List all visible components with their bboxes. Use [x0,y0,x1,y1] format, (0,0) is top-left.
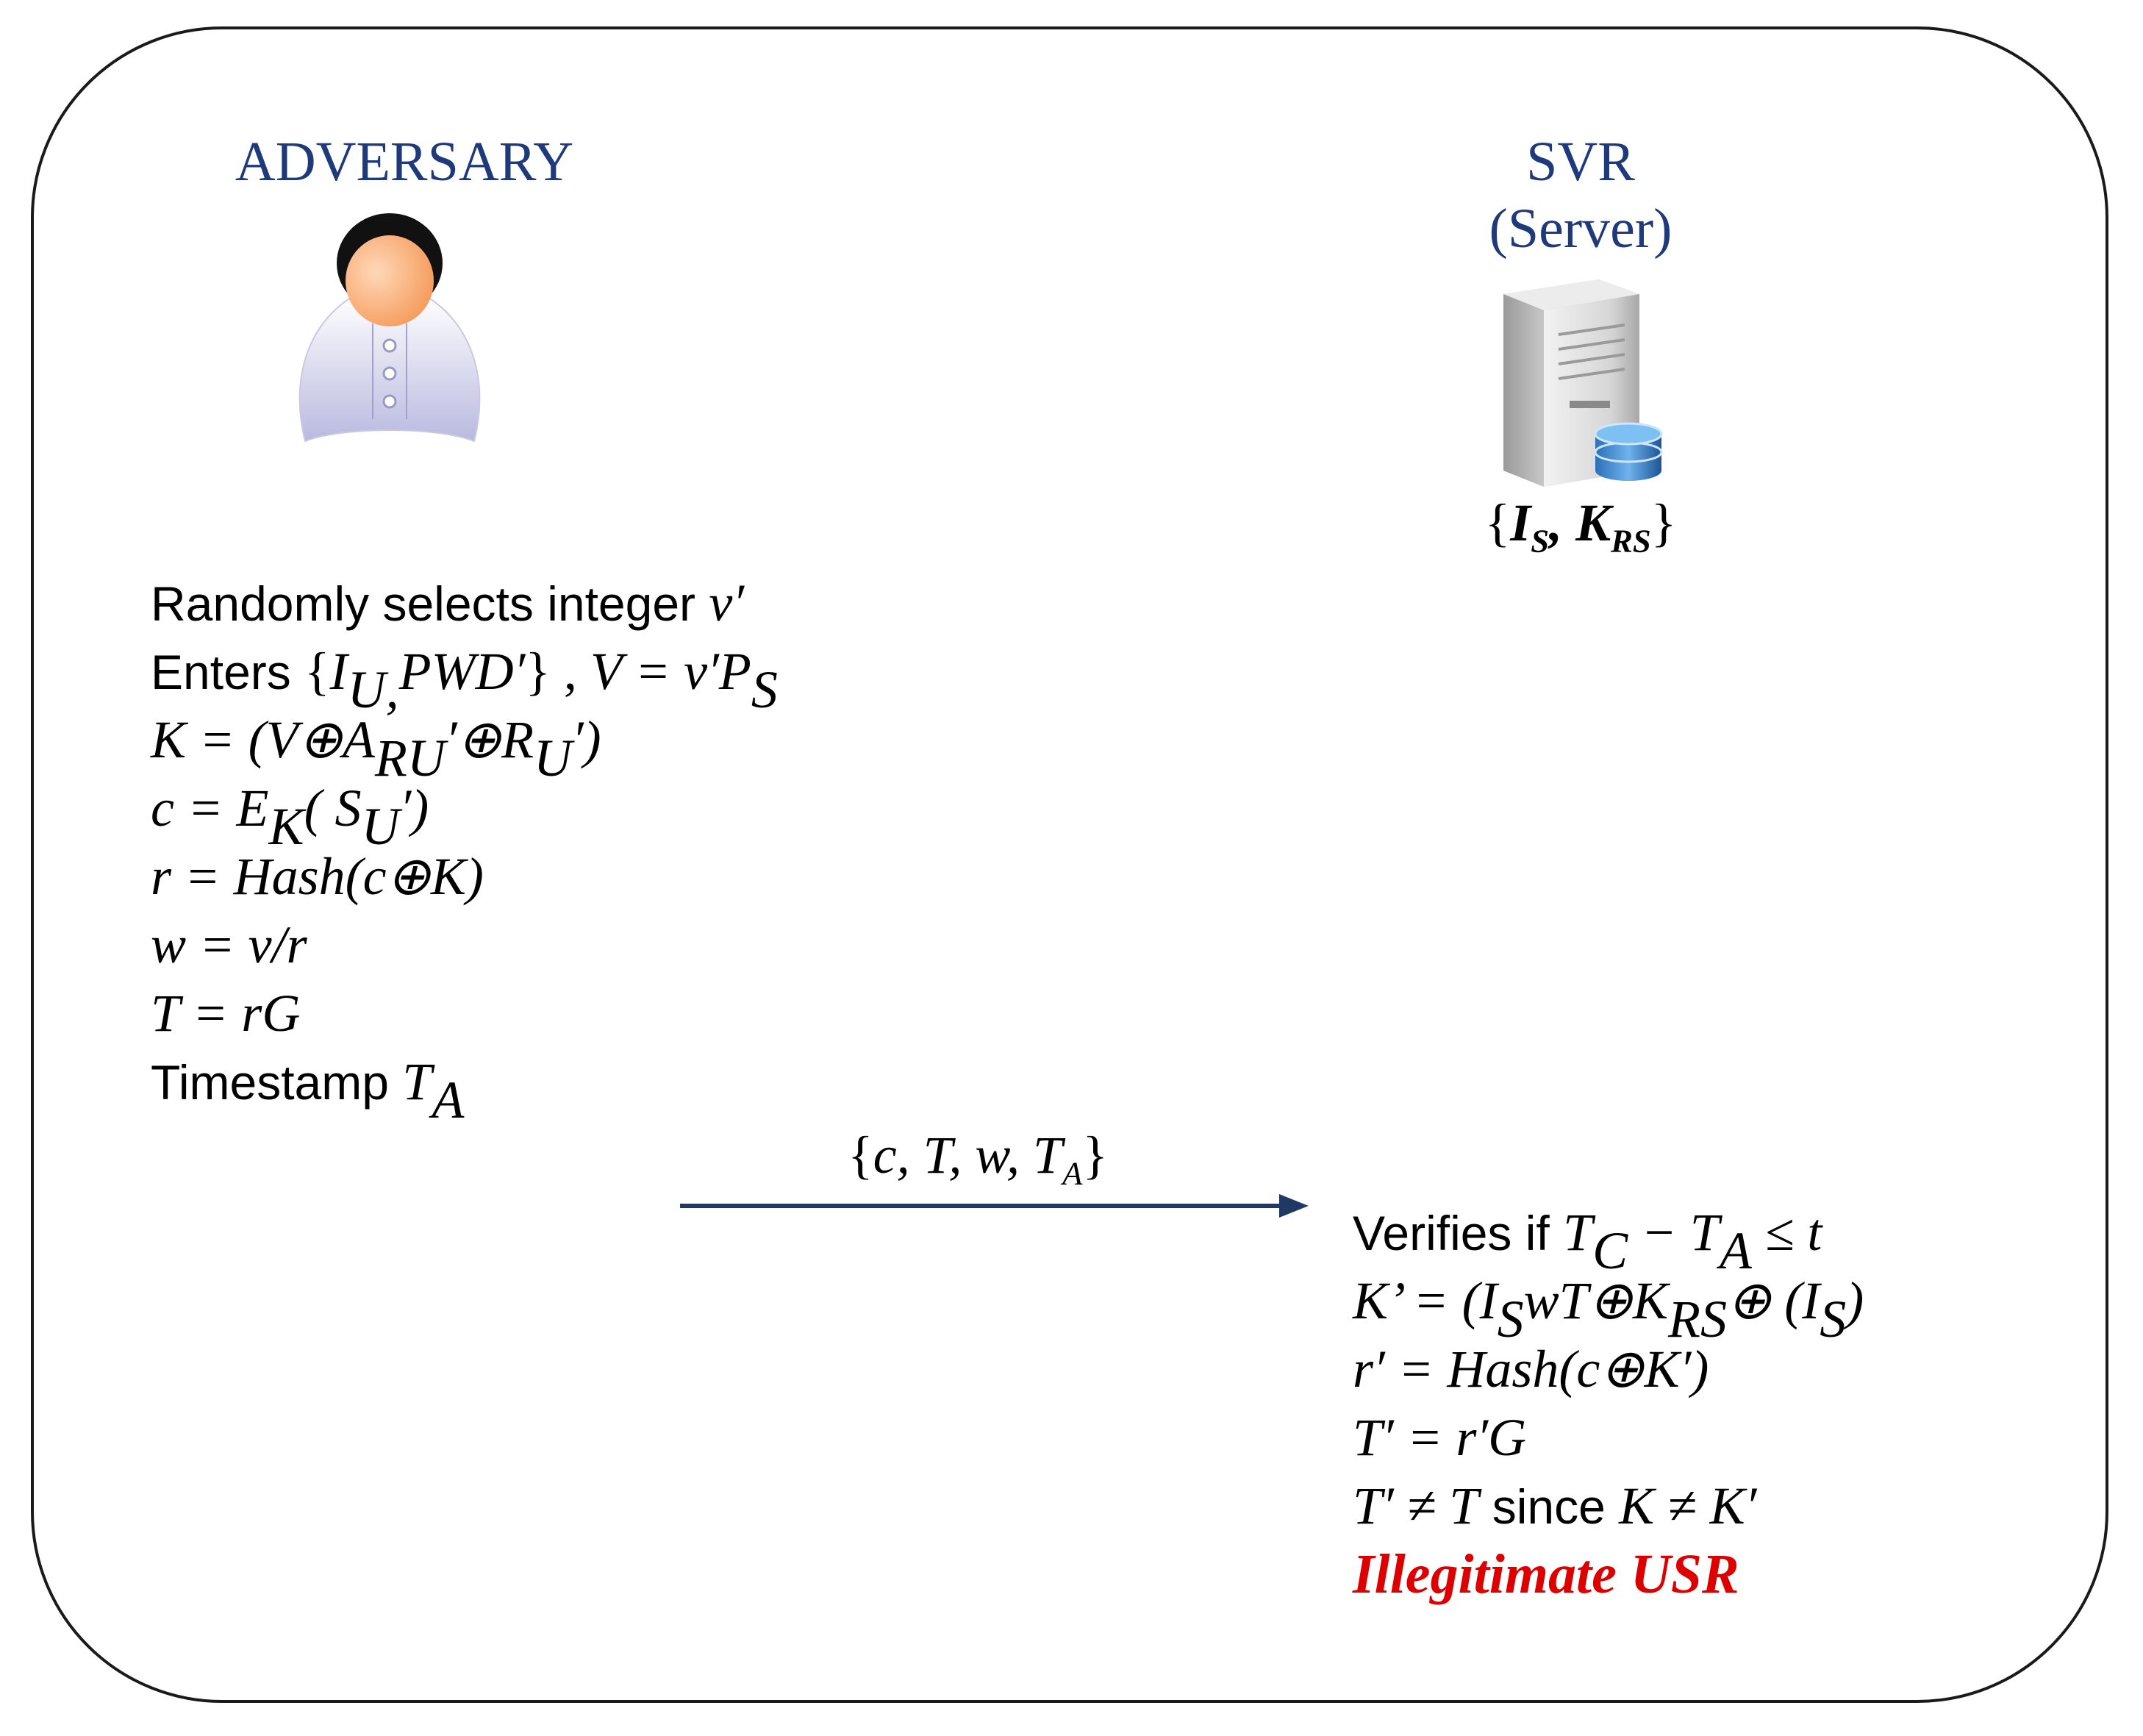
adversary-step-text: Timestamp [151,1055,403,1110]
adversary-step-text: ′) [399,779,429,837]
server-step-text: r′ = Hash(c⊕K′) [1353,1340,1709,1399]
server-step-text: ≤ t [1751,1203,1822,1262]
adversary-step-text: RU [374,729,446,788]
server-step-text: T′ = r′G [1353,1408,1527,1467]
adversary-step-text: K [268,797,304,857]
adversary-step-text: v′ [709,574,745,632]
server-step-text: T [1563,1203,1593,1262]
server-label: SVR (Server) [1323,129,1838,262]
adversary-step: Enters {IU,PWD′} , V = v′PS [151,637,778,716]
server-step-text: wT⊕K [1523,1271,1668,1330]
adversary-step: T = rG [151,979,778,1048]
server-step-text: since [1478,1479,1620,1534]
adversary-step-text: ( S [304,779,362,837]
server-step-text: A [1719,1221,1752,1281]
adversary-steps: Randomly selects integer v′Enters {IU,PW… [151,569,778,1126]
server-step-text: S [1497,1290,1524,1349]
adversary-step-text: ′) [571,710,601,769]
server-step: T′ ≠ T since K ≠ K′ [1353,1472,1864,1540]
server-step-text: RS [1667,1290,1727,1349]
server-step: r′ = Hash(c⊕K′) [1353,1335,1864,1404]
adversary-step-text: c = E [151,779,269,837]
server-step-text: S [1820,1290,1847,1349]
server-step-text: Verifies if [1353,1206,1564,1260]
adversary-step-text: U, [347,660,399,720]
server-step-text: C [1592,1221,1628,1281]
adversary-step: r = Hash(c⊕K) [151,843,778,911]
server-label-line1: SVR [1526,131,1635,193]
server-keys: {IS, KRS} [1484,493,1677,560]
server-step: T′ = r′G [1353,1404,1864,1472]
server-step-text: Illegitimate USR [1353,1543,1739,1605]
diagram-frame [31,26,2108,1703]
message-arrow [680,1194,1309,1218]
server-key: K [1575,493,1611,552]
adversary-step: Randomly selects integer v′ [151,569,778,637]
adversary-step-text: r = Hash(c⊕K) [151,847,484,906]
adversary-step-text: T = rG [151,984,301,1043]
adversary-label: ADVERSARY [235,131,574,193]
server-step: Illegitimate USR [1353,1540,1864,1609]
adversary-step-text: T [402,1052,432,1111]
server-step-text: K ≠ K′ [1619,1476,1757,1535]
server-step-text: ⊕ (I [1726,1271,1820,1330]
server-step: Verifies if TC − TA ≤ t [1353,1199,1864,1277]
adversary-step-text: Randomly selects integer [151,576,709,631]
message-label: {c, T, w, TA} [848,1126,1108,1192]
adversary-step: Timestamp TA [151,1048,778,1126]
adversary-step-text: K = (V⊕A [151,710,375,769]
server-step: K’ = (ISwT⊕KRS⊕ (IS) [1353,1267,1864,1346]
server-step-text: K’ = (I [1353,1271,1498,1330]
adversary-step-text: w = v/r [151,915,307,974]
server-database-icon [1503,279,1663,487]
adversary-person-icon [298,213,481,443]
adversary-step-text: PWD′ [398,642,526,701]
adversary-step-text: } , [525,642,590,701]
adversary-step-text: S [751,660,778,720]
adversary-step-text: I [329,642,348,701]
adversary-step: c = EK( SU′) [151,774,778,853]
server-step-text: T′ ≠ T [1353,1476,1479,1535]
server-label-line2: (Server) [1489,198,1672,260]
adversary-step-text: ′⊕R [445,710,534,769]
server-id: I [1510,493,1531,552]
adversary-step: K = (V⊕ARU′⊕RU′) [151,706,778,785]
adversary-step: w = v/r [151,911,778,979]
adversary-step-text: Enters [151,645,305,699]
adversary-step-text: V = v′P [590,642,751,701]
server-step-text: − T [1628,1203,1720,1262]
server-step-text: ) [1846,1271,1864,1330]
adversary-step-text: A [432,1071,465,1130]
adversary-step-text: U [361,797,400,857]
adversary-step-text: { [304,642,330,701]
adversary-step-text: U [533,729,572,788]
